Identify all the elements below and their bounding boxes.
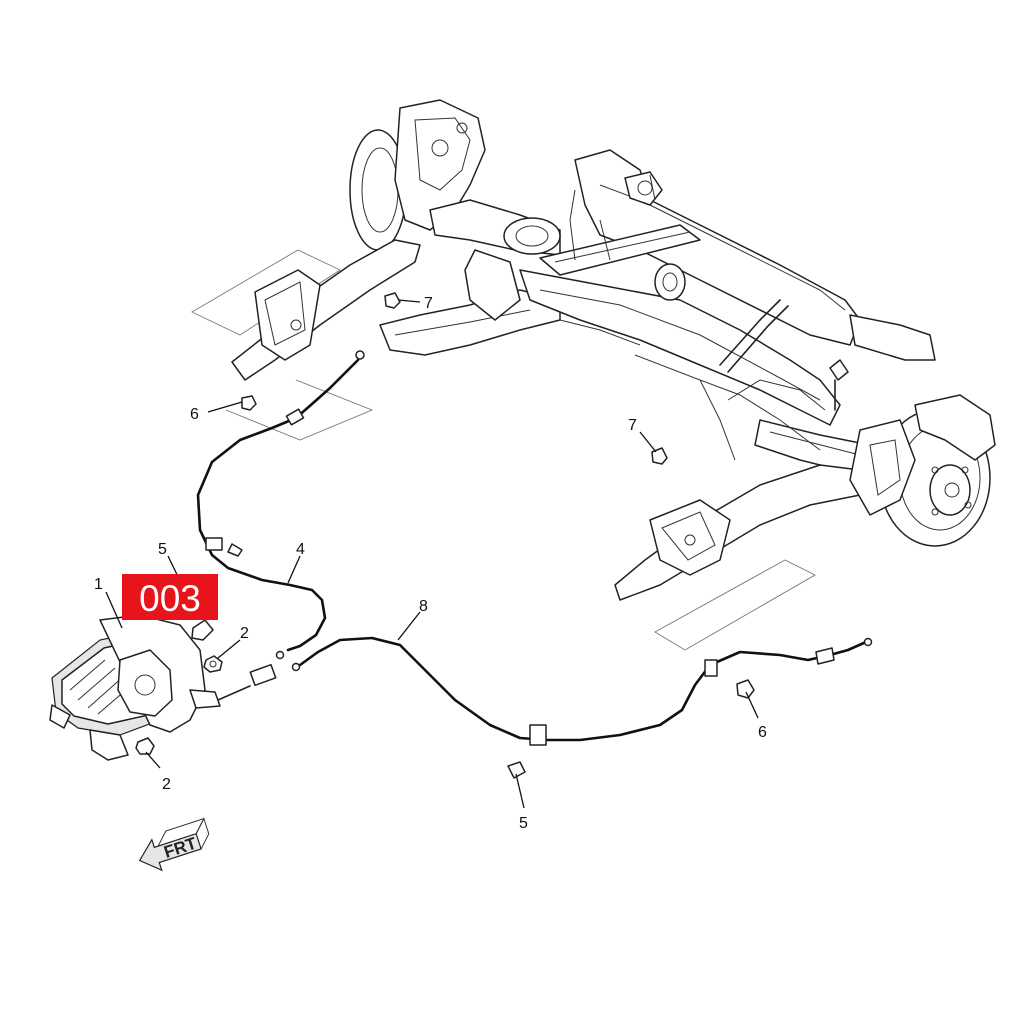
callout-8: 8: [419, 598, 428, 615]
callout-1: 1: [94, 576, 103, 593]
nut-7a: [384, 292, 401, 309]
front-arrow-icon: [138, 832, 202, 872]
rear-subframe-assembly: [191, 99, 996, 651]
cable-4-left-rear: [196, 350, 365, 660]
stabilizer-bar: [569, 174, 849, 411]
left-lower-arm: [231, 239, 421, 381]
clip-5a: [191, 619, 214, 641]
left-upper-link: [429, 199, 561, 321]
callout-2-upper: 2: [240, 625, 249, 642]
front-label: FRT: [162, 834, 200, 862]
callout-6-left: 6: [190, 406, 199, 423]
right-lower-arm: [614, 464, 861, 601]
leader-lines: [105, 299, 759, 809]
fasteners: [135, 292, 755, 779]
callout-4: 4: [296, 541, 305, 558]
callout-2-lower: 2: [162, 776, 171, 793]
callout-labels: 1 5 2 2 4 8 6 6 7 7 5: [94, 295, 767, 832]
bolt-6b: [736, 679, 755, 699]
parking-brake-actuator: [49, 614, 277, 761]
subframe-detail-lines: [559, 219, 826, 461]
nut-2b: [135, 737, 155, 755]
crossmember-right-rail: [519, 224, 841, 426]
badge-label: 003: [139, 578, 201, 619]
left-knuckle: [349, 99, 486, 251]
cable-8-right-rear: [291, 636, 873, 746]
nut-2a: [203, 655, 223, 673]
part-number-badge: 003: [122, 574, 218, 620]
callout-7-upper: 7: [424, 295, 433, 312]
callout-5-lower: 5: [519, 815, 528, 832]
reference-planes: [191, 249, 816, 651]
badge-background: [122, 574, 218, 620]
callout-5-upper: 5: [158, 541, 167, 558]
front-direction-indicator: FRT: [138, 817, 210, 872]
right-knuckle-rotor: [849, 394, 996, 547]
callout-7-center: 7: [628, 417, 637, 434]
bolt-6a: [241, 395, 257, 411]
callout-6-right: 6: [758, 724, 767, 741]
clip-5b: [507, 761, 526, 779]
